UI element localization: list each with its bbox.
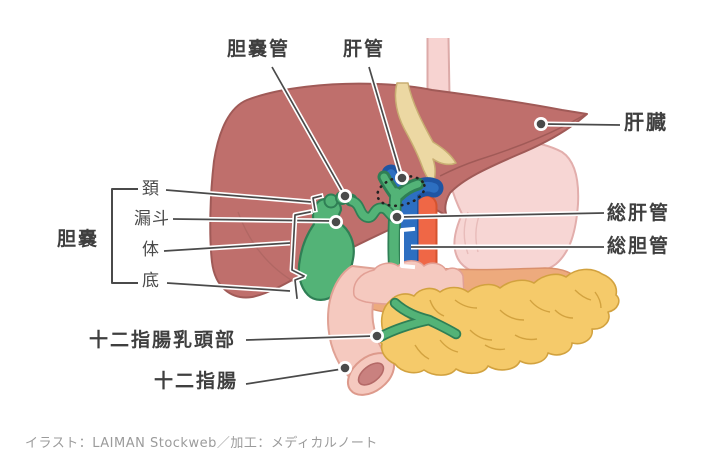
label-common-bile-duct: 総胆管 (607, 235, 671, 257)
label-common-hepatic-duct: 総肝管 (607, 202, 671, 224)
leader-dots (329, 117, 548, 375)
leader-neck (165, 189, 312, 203)
label-gallbladder: 胆嚢 (57, 228, 100, 250)
duodenum-cut-end (346, 352, 396, 396)
dot-cystic-duct (340, 191, 350, 201)
label-cystic-duct: 胆嚢管 (227, 38, 291, 60)
bracket-neck (312, 194, 323, 211)
bracket-fundus (294, 275, 305, 299)
leader-duodenum (245, 368, 343, 385)
leader-lines (163, 65, 621, 387)
dot-liver (536, 119, 546, 129)
label-gallbladder-neck: 頚 (142, 179, 160, 199)
label-duodenum: 十二指腸 (154, 370, 239, 392)
label-gallbladder-body: 体 (142, 240, 160, 260)
liver-inferior-edge-contour (439, 113, 587, 177)
esophagus-shape (426, 37, 451, 97)
pancreas-shape (378, 268, 620, 376)
dot-common-hepatic-duct (392, 212, 402, 222)
leader-fundus (166, 282, 291, 292)
leader-liver (542, 123, 621, 126)
dot-hepatic-duct (397, 173, 407, 183)
leader-papilla (245, 335, 375, 341)
leader-hepatic-duct (368, 66, 402, 177)
credit-text: イラスト：LAIMAN Stockweb／加工：メディカルノート (25, 436, 378, 451)
bracket-gallbladder (111, 188, 138, 284)
label-duodenal-papilla: 十二指腸乳頭部 (89, 329, 237, 351)
leader-common-hepatic-duct (398, 212, 605, 218)
leader-body (163, 242, 291, 252)
dot-papilla (372, 331, 382, 341)
label-hepatic-duct: 肝管 (343, 38, 386, 60)
label-liver: 肝臓 (624, 110, 668, 134)
leader-cystic-duct (271, 66, 345, 195)
leader-infundibulum (172, 218, 334, 222)
bracket-body (291, 210, 312, 278)
brackets (111, 188, 416, 301)
bracket-common-bile-duct (400, 226, 416, 270)
label-gallbladder-fundus: 底 (142, 271, 160, 291)
dot-infundibulum (331, 217, 341, 227)
falciform-ligament-shape (394, 82, 457, 186)
label-gallbladder-infundibulum: 漏斗 (134, 209, 170, 229)
dot-duodenum (340, 363, 350, 373)
